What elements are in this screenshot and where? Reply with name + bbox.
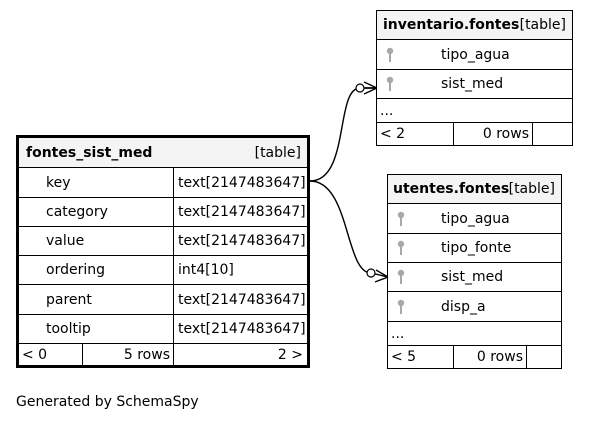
table-name: fontes_sist_med [26, 144, 153, 161]
column-name-cell: category [19, 198, 174, 226]
column-name: disp_a [441, 298, 486, 315]
column-name-cell: ordering [19, 256, 174, 284]
key-icon [386, 76, 394, 91]
generated-by-label: Generated by SchemaSpy [16, 394, 199, 410]
footer-parents: < 0 [22, 346, 48, 363]
table-type-tag: [table] [519, 17, 566, 33]
table-row[interactable]: ordering int4[10] [19, 256, 307, 285]
table-row[interactable]: sist_med [388, 263, 561, 292]
table-row[interactable]: key text[2147483647] [19, 168, 307, 198]
column-name: parent [46, 291, 92, 308]
column-name-cell: parent [19, 285, 174, 314]
column-name-cell: key [19, 168, 174, 197]
more-columns-ellipsis: ... [380, 102, 394, 119]
table-row[interactable]: tipo_agua [377, 40, 572, 70]
table-header: utentes.fontes [table] [388, 175, 561, 204]
column-name-cell: value [19, 227, 174, 255]
column-type-cell: text[2147483647] [174, 227, 307, 255]
column-type: text[2147483647] [178, 321, 306, 337]
table-name: utentes.fontes [393, 181, 510, 197]
column-type-cell: text[2147483647] [174, 168, 307, 197]
column-type-cell: int4[10] [174, 256, 307, 284]
table-type-tag: [table] [508, 181, 555, 197]
table-row[interactable]: disp_a [388, 292, 561, 322]
footer-rows-cell: 0 rows [454, 346, 527, 368]
relation-line-utentes [309, 180, 389, 278]
footer-children-cell: 2 > [174, 344, 307, 365]
column-type: text[2147483647] [178, 233, 306, 249]
table-row[interactable]: tooltip text[2147483647] [19, 315, 307, 344]
column-name: sist_med [441, 76, 504, 92]
column-type: text[2147483647] [178, 291, 306, 308]
key-icon [397, 211, 405, 226]
column-type: text[2147483647] [178, 204, 306, 220]
table-row[interactable]: tipo_fonte [388, 234, 561, 263]
table-utentes-fontes[interactable]: utentes.fontes [table] tipo_agua tipo_fo… [387, 174, 562, 369]
column-type: int4[10] [178, 262, 234, 278]
key-icon [397, 299, 405, 314]
key-icon [386, 47, 394, 62]
column-name: key [46, 174, 71, 191]
column-type-cell: text[2147483647] [174, 285, 307, 314]
table-row[interactable]: value text[2147483647] [19, 227, 307, 256]
footer-rows: 0 rows [482, 126, 529, 142]
relation-crowfoot [363, 81, 378, 95]
footer-rows: 5 rows [123, 346, 170, 363]
column-name: ordering [46, 262, 105, 278]
footer-parents: < 2 [380, 126, 406, 142]
column-type-cell: text[2147483647] [174, 315, 307, 343]
table-row[interactable]: sist_med [377, 70, 572, 99]
table-footer: < 0 5 rows 2 > [19, 344, 307, 365]
column-type-cell: text[2147483647] [174, 198, 307, 226]
column-name: value [46, 233, 85, 249]
relation-crowfoot [374, 269, 389, 283]
key-icon [397, 240, 405, 255]
footer-rows-cell: 0 rows [454, 123, 533, 145]
column-name: category [46, 204, 108, 220]
more-columns-row: ... [388, 322, 561, 346]
column-name: tipo_agua [441, 46, 510, 63]
table-type-tag: [table] [254, 144, 301, 161]
table-row[interactable]: parent text[2147483647] [19, 285, 307, 315]
footer-parents-cell: < 5 [388, 346, 454, 368]
footer-parents: < 5 [391, 349, 417, 365]
more-columns-row: ... [377, 99, 572, 123]
footer-parents-cell: < 2 [377, 123, 454, 145]
table-footer: < 2 0 rows [377, 123, 572, 145]
table-row[interactable]: tipo_agua [388, 204, 561, 234]
table-name: inventario.fontes [383, 17, 520, 33]
footer-rows: 0 rows [476, 349, 523, 365]
footer-children: 2 > [277, 346, 303, 363]
column-name: tooltip [46, 321, 91, 337]
column-type: text[2147483647] [178, 174, 306, 191]
footer-parents-cell: < 0 [19, 344, 83, 365]
relation-line-inventario [309, 87, 377, 182]
table-inventario-fontes[interactable]: inventario.fontes [table] tipo_agua sist… [376, 10, 573, 146]
more-columns-ellipsis: ... [391, 325, 405, 342]
table-footer: < 5 0 rows [388, 346, 561, 368]
relation-optional-marker [366, 268, 376, 278]
column-name-cell: tooltip [19, 315, 174, 343]
table-row[interactable]: category text[2147483647] [19, 198, 307, 227]
column-name: tipo_agua [441, 210, 510, 227]
key-icon [397, 269, 405, 284]
table-header: fontes_sist_med [table] [19, 138, 307, 168]
footer-rows-cell: 5 rows [83, 344, 174, 365]
table-fontes-sist-med[interactable]: fontes_sist_med [table] key text[2147483… [16, 135, 310, 368]
column-name: sist_med [441, 269, 504, 285]
relation-optional-marker [355, 83, 365, 93]
table-header: inventario.fontes [table] [377, 11, 572, 40]
column-name: tipo_fonte [441, 240, 512, 256]
